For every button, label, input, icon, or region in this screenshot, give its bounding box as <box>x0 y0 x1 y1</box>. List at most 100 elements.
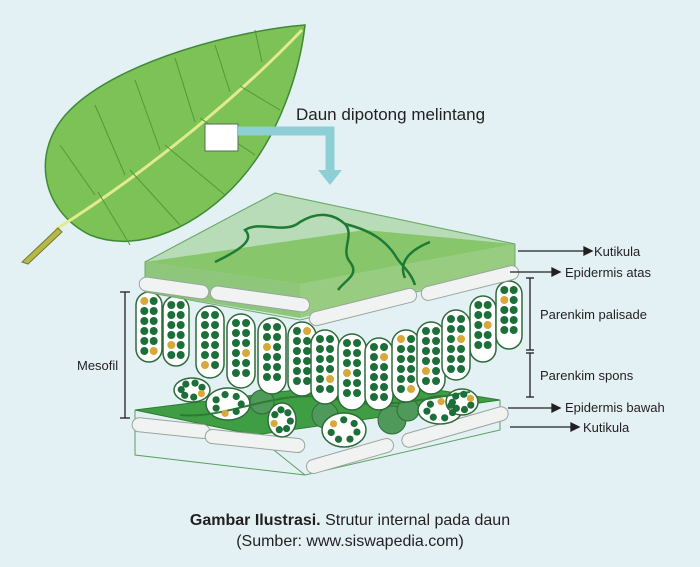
chloroplast <box>315 335 324 343</box>
chloroplast <box>271 411 279 419</box>
chloroplast <box>460 390 468 398</box>
chloroplast <box>396 365 405 373</box>
label-mesofil: Mesofil <box>77 358 118 373</box>
chloroplast <box>474 341 483 349</box>
cut-label: Daun dipotong melintang <box>296 105 485 124</box>
chloroplast <box>432 377 441 385</box>
chloroplast <box>326 335 335 343</box>
chloroplast <box>231 359 240 367</box>
chloroplast <box>292 327 301 335</box>
starch-grain <box>421 367 430 375</box>
chloroplast <box>200 321 209 329</box>
starch-grain <box>457 335 466 343</box>
chloroplast <box>457 325 466 333</box>
chloroplast <box>231 369 240 377</box>
chloroplast <box>167 331 176 339</box>
chloroplast <box>177 385 185 394</box>
label-epidermis-bawah: Epidermis bawah <box>565 400 665 415</box>
chloroplast <box>334 435 343 443</box>
chloroplast <box>407 335 416 343</box>
chloroplast <box>380 383 389 391</box>
starch-grain <box>221 409 229 417</box>
chloroplast <box>315 355 324 363</box>
starch-grain <box>167 341 176 349</box>
starch-grain <box>242 349 251 357</box>
chloroplast <box>212 404 220 412</box>
starch-grain <box>342 369 351 377</box>
chloroplast <box>315 385 324 393</box>
chloroplast <box>292 347 301 355</box>
chloroplast <box>211 321 220 329</box>
chloroplast <box>149 307 158 315</box>
chloroplast <box>326 345 335 353</box>
chloroplast <box>140 347 149 355</box>
chloroplast <box>342 379 351 387</box>
chloroplast <box>457 345 466 353</box>
chloroplast <box>211 361 220 369</box>
chloroplast <box>262 333 271 341</box>
chloroplast <box>380 373 389 381</box>
chloroplast <box>242 369 251 377</box>
chloroplast <box>237 400 245 408</box>
chloroplast <box>167 311 176 319</box>
starch-grain <box>500 296 509 304</box>
chloroplast <box>421 357 430 365</box>
chloroplast <box>457 365 466 373</box>
cut-arrow <box>238 126 342 185</box>
chloroplast <box>273 323 282 331</box>
chloroplast <box>457 355 466 363</box>
chloroplast <box>211 331 220 339</box>
chloroplast <box>273 343 282 351</box>
chloroplast <box>200 341 209 349</box>
lower-epidermis-cells <box>131 406 509 474</box>
starch-grain <box>407 385 416 393</box>
chloroplast <box>149 327 158 335</box>
chloroplast <box>221 391 229 399</box>
chloroplast <box>474 311 483 319</box>
chloroplast <box>396 355 405 363</box>
chloroplast <box>292 337 301 345</box>
chloroplast <box>396 375 405 383</box>
chloroplast <box>273 373 282 381</box>
chloroplast <box>421 347 430 355</box>
chloroplast <box>407 365 416 373</box>
chloroplast <box>176 341 185 349</box>
chloroplast <box>262 363 271 371</box>
chloroplast <box>167 351 176 359</box>
chloroplast <box>446 345 455 353</box>
chloroplast <box>242 329 251 337</box>
chloroplast <box>303 337 312 345</box>
chloroplast <box>353 349 362 357</box>
chloroplast <box>273 333 282 341</box>
chloroplast <box>303 357 312 365</box>
chloroplast <box>467 401 475 409</box>
chloroplast <box>211 351 220 359</box>
chloroplast <box>369 353 378 361</box>
chloroplast <box>282 424 291 433</box>
chloroplast <box>353 389 362 397</box>
leaf-illustration <box>21 24 306 265</box>
chloroplast <box>396 385 405 393</box>
chloroplast <box>369 383 378 391</box>
leaf-blade <box>44 24 306 243</box>
chloroplast <box>429 413 437 421</box>
chloroplast <box>353 379 362 387</box>
upper-epidermis-cells <box>138 265 520 327</box>
chloroplast <box>303 347 312 355</box>
figure-caption: Gambar Ilustrasi. Strutur internal pada … <box>0 512 700 530</box>
chloroplast <box>441 414 449 422</box>
chloroplast <box>149 337 158 345</box>
chloroplasts <box>140 286 518 443</box>
chloroplast <box>483 301 492 309</box>
chloroplast <box>232 407 240 416</box>
starch-grain <box>303 327 312 335</box>
label-kutikula-bottom: Kutikula <box>583 420 630 435</box>
chloroplast <box>176 321 185 329</box>
starch-grain <box>270 419 278 428</box>
starch-grain <box>396 335 405 343</box>
chloroplast <box>149 297 158 305</box>
chloroplast <box>457 315 466 323</box>
chloroplast <box>396 345 405 353</box>
chloroplast <box>509 316 518 324</box>
chloroplast <box>446 365 455 373</box>
